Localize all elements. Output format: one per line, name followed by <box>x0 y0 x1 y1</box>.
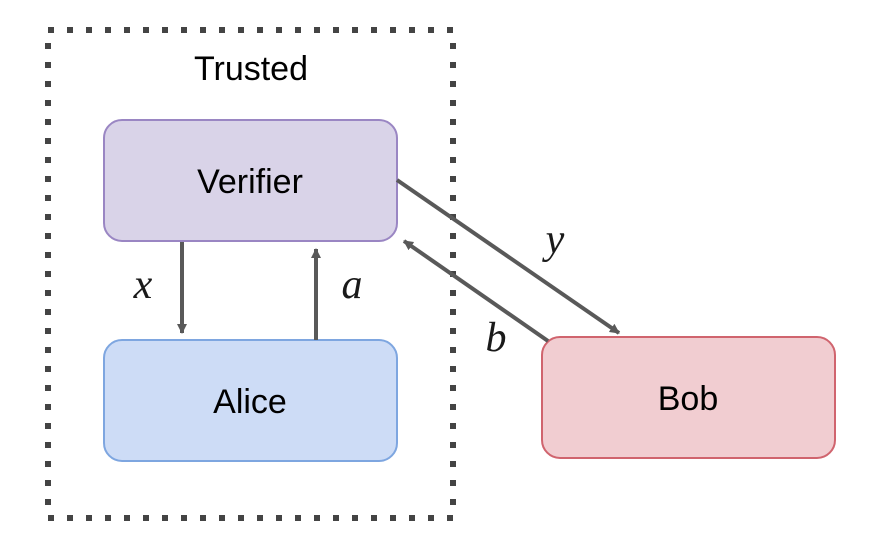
alice-node[interactable]: Alice <box>103 339 398 462</box>
verifier-node[interactable]: Verifier <box>103 119 398 242</box>
bob-label: Bob <box>658 380 719 418</box>
verifier-label: Verifier <box>197 163 303 201</box>
edge-label-y: y <box>542 217 565 263</box>
bob-node[interactable]: Bob <box>541 336 836 459</box>
edge-label-x: x <box>133 262 153 308</box>
edge-label-a: a <box>342 262 363 308</box>
alice-box <box>103 339 398 462</box>
edge-label-b: b <box>486 315 507 361</box>
bob-box <box>541 336 836 459</box>
alice-label: Alice <box>213 383 287 421</box>
edge-verifier-to-bob <box>395 178 621 335</box>
edge-bob-to-verifier <box>402 239 550 343</box>
trusted-group-label: Trusted <box>194 50 308 88</box>
